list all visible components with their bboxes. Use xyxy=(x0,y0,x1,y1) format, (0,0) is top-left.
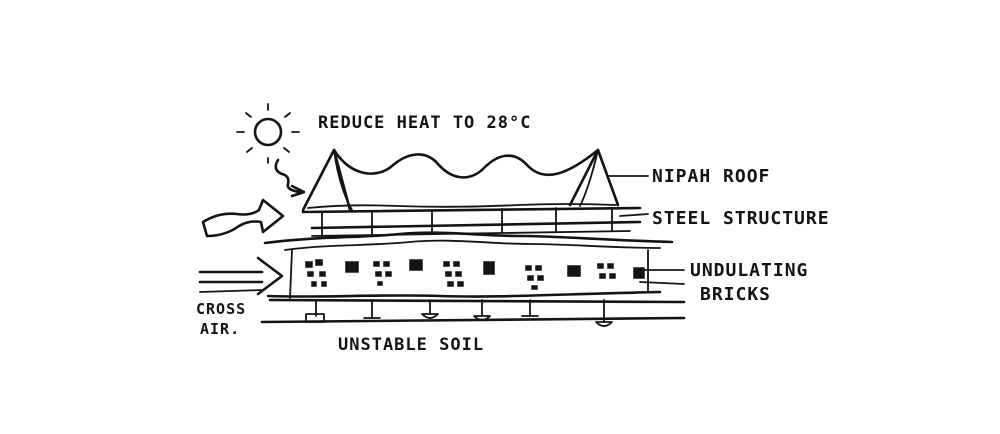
label-cross: CROSS xyxy=(196,300,246,318)
label-nipah-roof: NIPAH ROOF xyxy=(652,166,770,187)
label-unstable-soil: UNSTABLE SOIL xyxy=(338,335,484,355)
label-steel-structure: STEEL STRUCTURE xyxy=(652,208,830,229)
heat-arrow-icon xyxy=(274,158,306,198)
ground-lines xyxy=(260,298,686,327)
wind-arrow-icon xyxy=(201,198,285,238)
label-reduce-heat: REDUCE HEAT TO 28°C xyxy=(318,113,531,133)
sun-icon xyxy=(236,103,300,164)
label-air: AIR. xyxy=(200,320,240,338)
label-undulating: UNDULATING xyxy=(690,260,808,281)
cross-air-arrow-icon xyxy=(198,256,284,296)
nipah-roof xyxy=(301,148,620,212)
undulating-bricks-wall xyxy=(263,231,685,299)
label-bricks: BRICKS xyxy=(700,284,771,305)
